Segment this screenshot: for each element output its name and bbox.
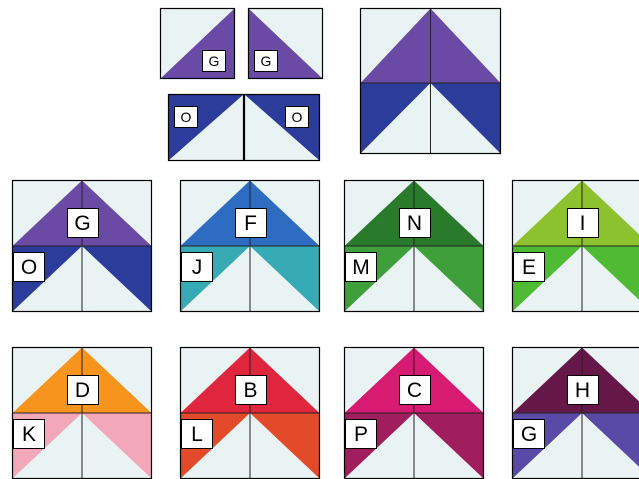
block-side-label: L [181, 419, 213, 449]
block-top-label: D [67, 375, 99, 405]
block-top-label: H [567, 375, 599, 405]
block-side-label: K [13, 419, 45, 449]
assembled-block [360, 8, 501, 154]
block-top-label: B [235, 375, 267, 405]
unit-g-left-label: G [202, 50, 226, 72]
block-f-j [180, 180, 320, 312]
block-g-o [12, 180, 152, 312]
block-top-label: I [567, 208, 599, 238]
block-side-label: G [513, 419, 545, 449]
block-side-label: M [345, 252, 377, 282]
block-top-label: F [235, 208, 267, 238]
block-top-label: C [399, 375, 431, 405]
unit-g-right-label: G [254, 50, 278, 72]
block-top-label: G [67, 208, 99, 238]
block-i-e [512, 180, 639, 312]
block-top-label: N [399, 208, 431, 238]
block-d-k [12, 347, 152, 479]
block-side-label: J [181, 252, 213, 282]
block-side-label: O [13, 252, 45, 282]
unit-o-left-label: O [174, 106, 198, 128]
block-b-l [180, 347, 320, 479]
block-side-label: P [345, 419, 377, 449]
unit-o-right-label: O [285, 106, 309, 128]
block-side-label: E [513, 252, 545, 282]
block-c-p [344, 347, 484, 479]
block-n-m [344, 180, 484, 312]
block-h-g [512, 347, 639, 479]
